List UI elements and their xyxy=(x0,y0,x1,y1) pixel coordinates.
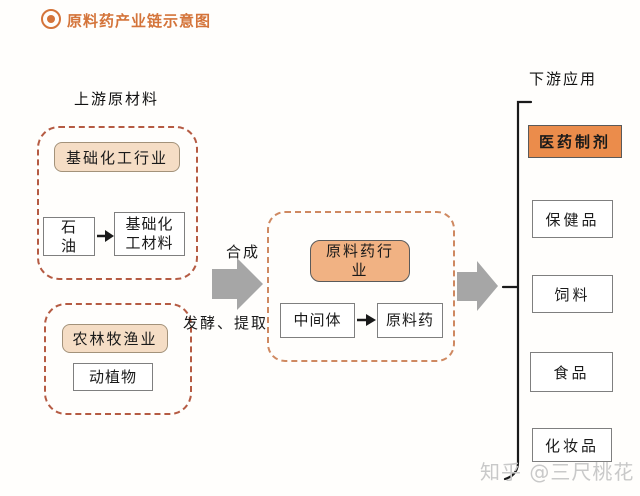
petroleum-box: 石 油 xyxy=(43,217,95,256)
chemical-industry-box: 基础化工行业 xyxy=(54,142,180,172)
downstream-item-cosmetics: 化妆品 xyxy=(532,428,612,462)
api-industry-box: 原料药行 业 xyxy=(310,240,410,282)
page-title: 原料药产业链示意图 xyxy=(67,12,212,30)
basic-chemical-materials-box: 基础化 工材料 xyxy=(114,212,185,256)
intermediate-box: 中间体 xyxy=(280,303,355,338)
flow-arrow-right xyxy=(457,261,498,311)
downstream-item-pharma: 医药制剂 xyxy=(528,125,622,158)
chemical-group-container xyxy=(37,126,198,280)
downstream-item-food: 食品 xyxy=(530,352,613,392)
agriculture-group-container xyxy=(44,303,192,415)
downstream-bracket xyxy=(503,100,533,481)
api-product-box: 原料药 xyxy=(377,303,443,338)
flow-arrow-left xyxy=(212,258,263,310)
synthesis-label: 合成 xyxy=(226,243,261,261)
upstream-label: 上游原材料 xyxy=(74,90,160,108)
api-group-container xyxy=(267,211,455,362)
bullseye-icon xyxy=(41,9,61,29)
downstream-item-health: 保健品 xyxy=(532,200,613,238)
fermentation-extraction-label: 发酵、提取 xyxy=(183,314,269,332)
downstream-label: 下游应用 xyxy=(529,70,598,88)
downstream-item-feed: 饲料 xyxy=(532,275,613,313)
agriculture-industry-box: 农林牧渔业 xyxy=(62,324,168,353)
watermark: 知乎 @三尺桃花 xyxy=(480,460,635,484)
animals-plants-box: 动植物 xyxy=(73,363,153,391)
